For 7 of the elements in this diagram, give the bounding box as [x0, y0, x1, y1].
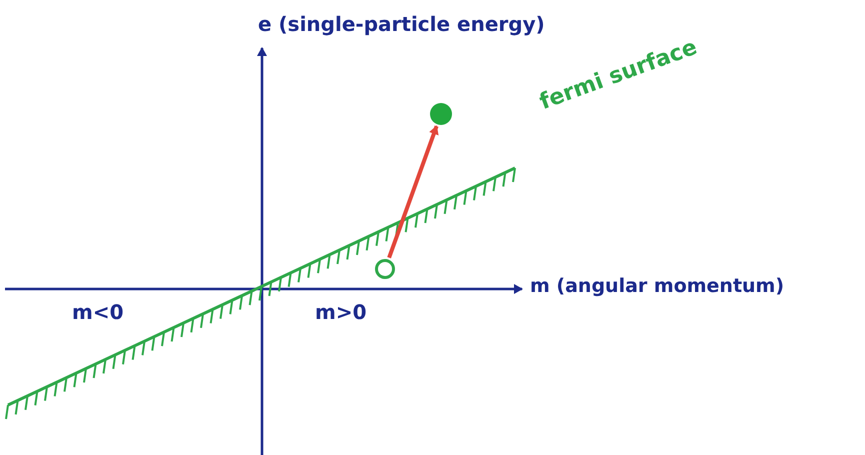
region-label: m<0	[72, 300, 124, 324]
particle-dot	[430, 103, 452, 125]
axis-label: e (single-particle energy)	[258, 12, 545, 36]
region-label: m>0	[315, 300, 367, 324]
arrow	[387, 125, 439, 258]
hole-circle	[375, 259, 395, 279]
axis-label: m (angular momentum)	[530, 275, 784, 297]
